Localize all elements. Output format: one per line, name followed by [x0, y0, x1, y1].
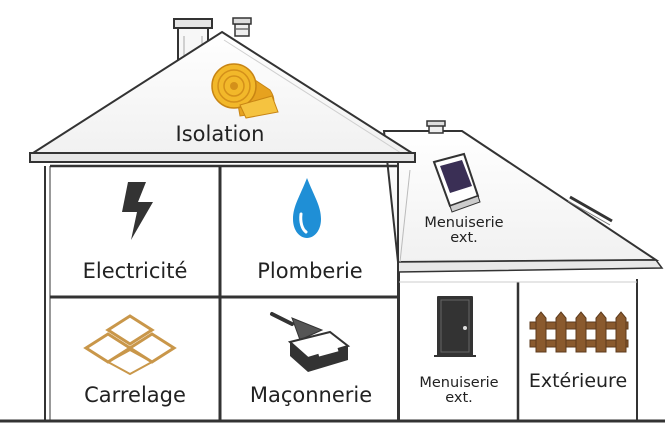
label-menuiserie-door-line2: ext.: [445, 390, 473, 407]
insulation-roll-icon: [211, 63, 279, 119]
door-icon: [434, 296, 476, 357]
label-exterieure: Extérieure: [528, 370, 628, 392]
tiles-icon: [83, 314, 177, 376]
label-menuiserie-roof-line1: Menuiserie: [424, 215, 504, 231]
lightning-bolt-icon: [122, 182, 153, 240]
label-electricite: Electricité: [82, 259, 188, 283]
label-maconnerie: Maçonnerie: [249, 383, 373, 407]
label-menuiserie-roof: Menuiserie ext.: [408, 215, 520, 247]
water-drop-icon: [293, 178, 321, 238]
trowel-brick-icon: [270, 312, 351, 372]
skylight-window-icon: [432, 152, 481, 213]
fence-icon: [529, 311, 629, 353]
label-isolation: Isolation: [175, 122, 265, 146]
label-menuiserie-door: Menuiserie ext.: [403, 375, 515, 407]
main-walls: [44, 162, 399, 421]
label-plomberie: Plomberie: [257, 259, 363, 283]
room-exterieure[interactable]: [519, 283, 636, 420]
roof-vent: [232, 17, 252, 37]
label-menuiserie-roof-line2: ext.: [450, 230, 478, 247]
label-menuiserie-door-line1: Menuiserie: [419, 375, 499, 391]
label-carrelage: Carrelage: [84, 383, 186, 407]
